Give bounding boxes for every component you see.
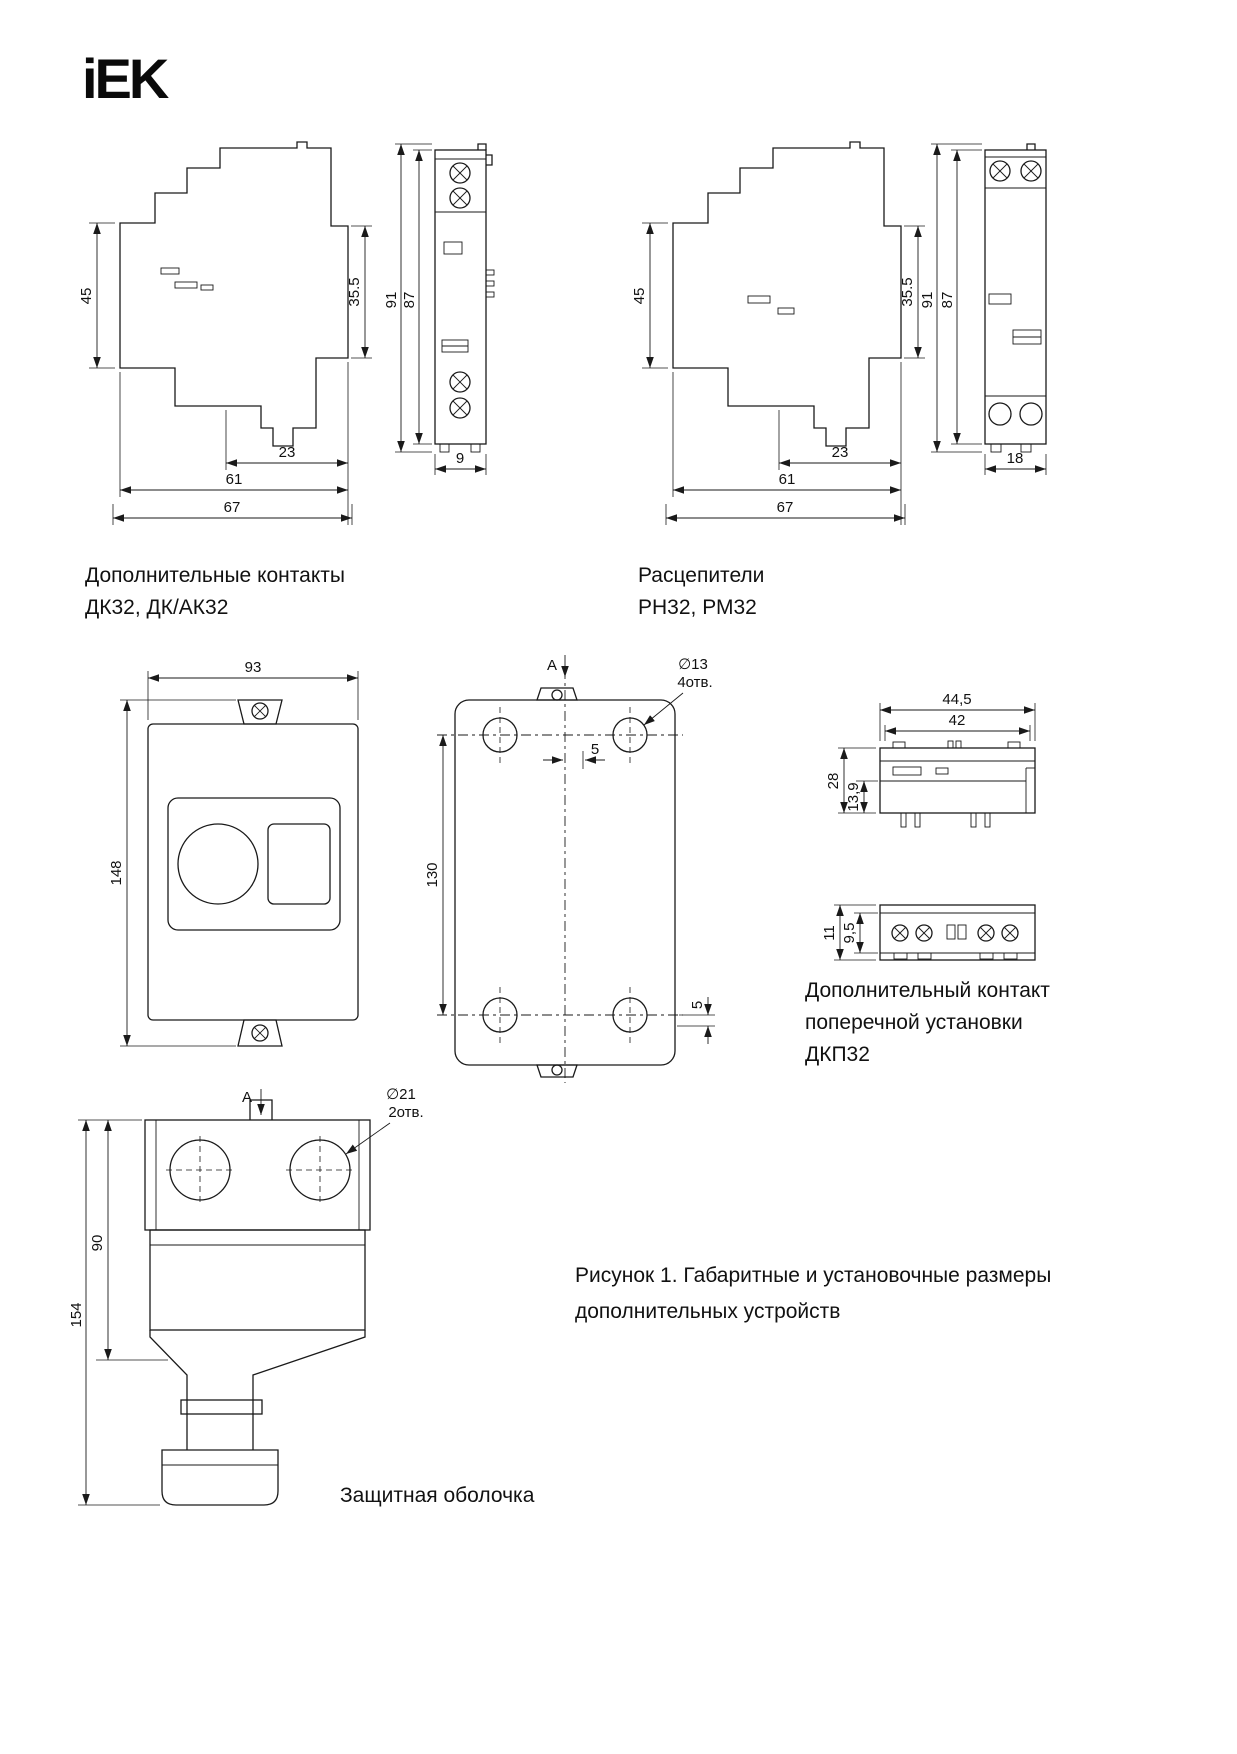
rn32-front-view-drawing: 91 87 18 — [919, 143, 1047, 475]
dim-dk32-height: 45 — [78, 288, 95, 305]
caption-dkp32: Дополнительный контакт поперечной устано… — [805, 975, 1050, 1071]
figure-caption-line2: дополнительных устройств — [575, 1300, 841, 1323]
dkp32-front-view — [879, 904, 1036, 961]
dim-rn32f-h-total: 91 — [919, 292, 936, 309]
caption-dkp32-line3: ДКП32 — [805, 1043, 870, 1066]
dim-offset-bottom: 5 — [689, 1001, 706, 1009]
centerlines — [437, 669, 683, 1083]
caption-rn32-line2: РН32, РМ32 — [638, 596, 757, 619]
section-label-a: A — [242, 1089, 252, 1106]
dimension-lines — [89, 222, 372, 525]
dim-dkp32f-h-body: 9,5 — [841, 923, 858, 944]
caption-enclosure: Защитная оболочка — [340, 1480, 534, 1512]
dim-rn32-w-body: 61 — [779, 471, 796, 488]
dim-dk32-w-total: 67 — [224, 499, 241, 516]
dimension-lines — [642, 222, 925, 525]
caption-dkp32-line1: Дополнительный контакт — [805, 979, 1050, 1002]
enclosure-outline — [147, 699, 359, 1047]
dim-encl-side-total: 154 — [68, 1302, 85, 1327]
enclosure-front-view-drawing: 93 148 — [108, 659, 359, 1047]
dk32-front-view-drawing: 91 87 9 — [383, 143, 495, 475]
dim-rn32f-width: 18 — [1007, 450, 1024, 467]
figure-caption-line1: Рисунок 1. Габаритные и установочные раз… — [575, 1264, 1052, 1287]
dim-dk32f-width: 9 — [456, 450, 464, 467]
dim-rn32-height: 45 — [631, 288, 648, 305]
dim-hole-spacing: 130 — [424, 862, 441, 887]
caption-rn32: Расцепители РН32, РМ32 — [638, 560, 764, 624]
dimension-lines — [931, 143, 1047, 475]
hole-diameter-label: ∅21 — [386, 1086, 416, 1103]
iek-logo: iEK — [82, 47, 169, 110]
dimension-lines — [78, 1089, 391, 1506]
dim-dk32f-h-total: 91 — [383, 292, 400, 309]
dim-dkp32-w-inner: 42 — [949, 712, 966, 729]
device-outline — [984, 143, 1047, 453]
rn32-side-view-drawing: 45 35.5 23 61 67 — [631, 141, 925, 525]
centerlines — [166, 1136, 354, 1204]
dim-dkp32-h-total: 28 — [825, 773, 842, 790]
dim-dkp32-w-total: 44,5 — [942, 691, 971, 708]
dimension-lines — [395, 143, 487, 475]
dim-encl-height: 148 — [108, 860, 125, 885]
enclosure-outline — [144, 1099, 371, 1506]
enclosure-back-view-drawing: A ∅13 4отв. 5 130 5 — [424, 655, 715, 1083]
dkp32-top-view — [879, 740, 1036, 828]
dim-dkp32-h-lower: 13,9 — [845, 782, 862, 811]
caption-rn32-line1: Расцепители — [638, 564, 765, 587]
hole-count-label: 4отв. — [677, 674, 712, 691]
caption-enclosure-line1: Защитная оболочка — [340, 1484, 535, 1507]
dim-dk32f-h-body: 87 — [401, 292, 418, 309]
dim-encl-side-head: 90 — [89, 1235, 106, 1252]
dimension-lines — [834, 703, 1036, 961]
hole-count-label: 2отв. — [388, 1104, 423, 1121]
caption-dk32-line1: Дополнительные контакты — [85, 564, 345, 587]
figure-caption: Рисунок 1. Габаритные и установочные раз… — [575, 1258, 1051, 1330]
caption-dkp32-line2: поперечной установки — [805, 1011, 1023, 1034]
device-outline — [672, 141, 902, 447]
dkp32-drawing: 44,5 42 28 13,9 11 9,5 — [821, 691, 1036, 961]
device-outline — [434, 143, 495, 453]
dim-dk32-tab-height: 35.5 — [346, 277, 363, 306]
device-outline — [119, 141, 349, 447]
dimension-lines — [120, 671, 359, 1047]
dim-rn32f-h-body: 87 — [939, 292, 956, 309]
dim-rn32-w-total: 67 — [777, 499, 794, 516]
dim-offset-top: 5 — [591, 741, 599, 758]
dim-dk32-w-clip: 23 — [279, 444, 296, 461]
caption-dk32: Дополнительные контакты ДК32, ДК/АК32 — [85, 560, 345, 624]
dim-rn32-tab-height: 35.5 — [899, 277, 916, 306]
dimension-lines — [439, 655, 715, 1044]
enclosure-side-view-drawing: A ∅21 2отв. 90 154 — [68, 1086, 424, 1506]
caption-dk32-line2: ДК32, ДК/АК32 — [85, 596, 229, 619]
section-label-a: A — [547, 657, 557, 674]
dim-rn32-w-clip: 23 — [832, 444, 849, 461]
dim-dkp32f-h-total: 11 — [821, 925, 838, 941]
hole-diameter-label: ∅13 — [678, 656, 708, 673]
dk32-side-view-drawing: 45 35.5 23 61 67 — [78, 141, 372, 525]
dim-encl-width: 93 — [245, 659, 262, 676]
dim-dk32-w-body: 61 — [226, 471, 243, 488]
